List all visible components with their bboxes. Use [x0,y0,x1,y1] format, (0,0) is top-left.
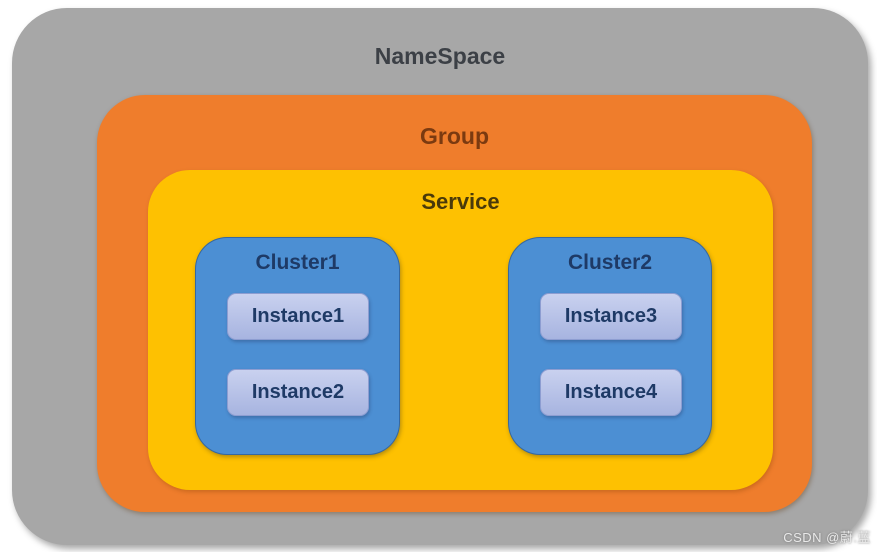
instance2-label: Instance2 [251,381,345,403]
instance1-box: Instance1 [227,293,369,340]
instance3-box: Instance3 [540,293,682,340]
cluster2-container: Cluster2 Instance3 Instance4 [508,237,712,455]
namespace-container: NameSpace Group Service Cluster1 Instanc… [12,8,868,545]
instance4-box: Instance4 [540,369,682,416]
namespace-label: NameSpace [374,43,506,69]
watermark: CSDN @蔚.蓝 [783,530,871,545]
instance4-label: Instance4 [564,381,658,403]
instance3-label: Instance3 [564,305,658,327]
service-label: Service [421,189,500,214]
cluster1-label: Cluster1 [255,251,340,274]
instance1-label: Instance1 [251,305,345,327]
cluster1-container: Cluster1 Instance1 Instance2 [195,237,400,455]
service-container: Service Cluster1 Instance1 Instance2 Clu… [148,170,773,490]
group-label: Group [420,123,489,149]
cluster2-label: Cluster2 [567,251,653,274]
group-container: Group Service Cluster1 Instance1 Instanc… [97,95,812,512]
instance2-box: Instance2 [227,369,369,416]
